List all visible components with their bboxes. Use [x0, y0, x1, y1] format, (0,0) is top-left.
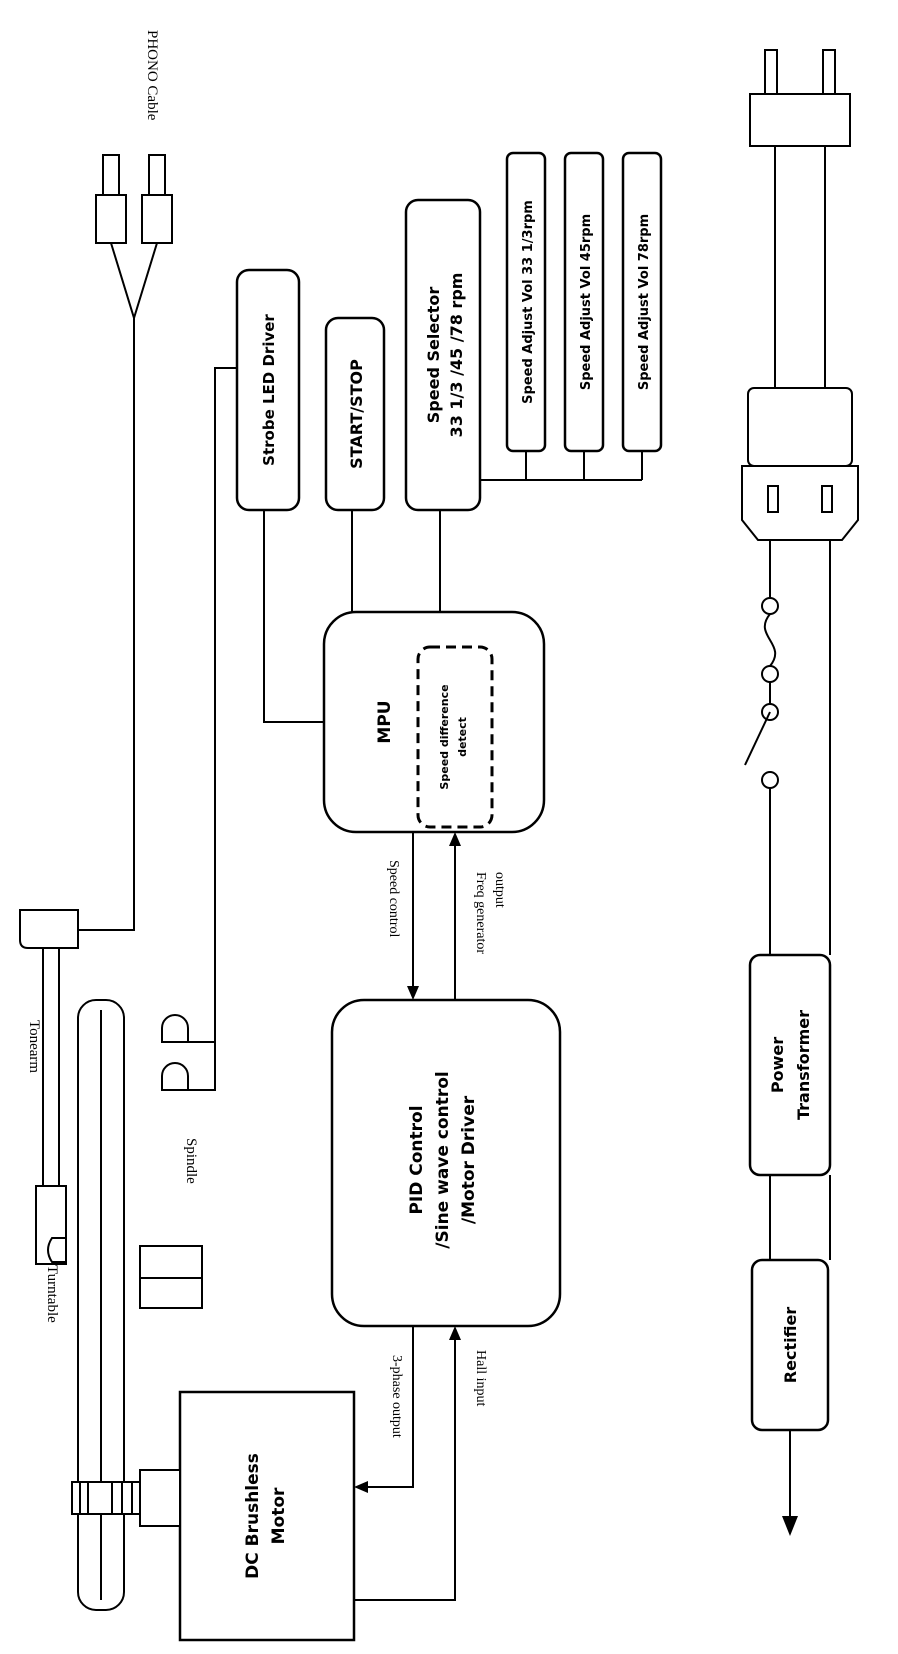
motor-pulley-grooves — [79, 1482, 133, 1514]
strobe-led-2 — [161, 1062, 189, 1091]
mpu-label: MPU — [375, 700, 395, 743]
mains-wires — [769, 540, 831, 955]
speed-difference-detect-box — [416, 645, 494, 829]
speed-difference-detect-line2: detect — [456, 717, 469, 757]
speed-adjust-78-label: Speed Adjust Vol 78rpm — [637, 214, 652, 390]
rectifier-label: Rectifier — [781, 1307, 800, 1384]
dc-motor-line1: DC Brushless — [243, 1453, 263, 1579]
dc-motor-box — [178, 1390, 356, 1642]
speed-selector-title: Speed Selector — [424, 287, 443, 424]
speed-selector-block: Speed Selector 33 1/3 /45 /78 rpm — [404, 198, 482, 512]
mpu-pid-signals: Speed control Freq generator output — [386, 832, 507, 1000]
strobe-led-driver-block: Strobe LED Driver — [235, 268, 301, 512]
hall-input-wire — [354, 1336, 456, 1601]
power-transformer-line1: Power — [768, 1037, 787, 1093]
switch-terminal-bottom — [761, 771, 779, 789]
fuse-terminal-top — [761, 597, 779, 615]
inlet-plug — [747, 387, 853, 467]
fuse-icon — [763, 613, 777, 667]
iec-socket-slot-right — [821, 485, 833, 513]
start-stop-block: START/STOP — [324, 316, 386, 512]
strobe-to-mpu-wire — [263, 510, 324, 723]
speed-adjust-bus — [480, 451, 643, 481]
plug-body — [749, 93, 851, 147]
dc-motor-line2: Motor — [269, 1487, 289, 1544]
phono-cable-wire — [78, 318, 135, 931]
power-transformer-block: Power Transformer — [748, 953, 832, 1177]
pid-control-line1: PID Control — [407, 1105, 427, 1214]
freq-generator-label-2: output — [492, 872, 507, 908]
mpu-box — [322, 610, 546, 834]
start-stop-box — [324, 316, 386, 512]
iec-socket-slot-left — [767, 485, 779, 513]
motor-shaft-mount — [139, 1469, 181, 1527]
strobe-led-feed — [214, 367, 237, 1042]
power-transformer-box — [748, 953, 832, 1177]
hall-input-arrowhead — [449, 1326, 461, 1340]
pid-motor-signals: 3-phase output Hall input — [354, 1326, 488, 1601]
power-cord — [774, 146, 826, 388]
freq-generator-arrowhead — [449, 832, 461, 846]
strobe-led-1 — [161, 1014, 189, 1043]
speed-control-arrowhead — [407, 986, 419, 1000]
speed-selector-speeds: 33 1/3 /45 /78 rpm — [447, 273, 466, 438]
pid-control-box — [330, 998, 562, 1328]
rectifier-output-arrowhead — [782, 1516, 798, 1536]
phono-cable-split — [110, 242, 158, 322]
speed-selector-box — [404, 198, 482, 512]
turntable-group: Turntable Spindle — [44, 999, 203, 1611]
power-switch-icon — [744, 711, 771, 766]
three-phase-label: 3-phase output — [389, 1355, 404, 1438]
pid-control-line2: /Sine wave control — [433, 1071, 453, 1248]
speed-adjust-33-label: Speed Adjust Vol 33 1/3rpm — [521, 200, 536, 404]
plug-prong-left — [764, 49, 778, 95]
pid-control-block: PID Control /Sine wave control /Motor Dr… — [330, 998, 562, 1328]
strobe-led-driver-box — [235, 268, 301, 512]
motor-pulley — [71, 1481, 141, 1515]
power-transformer-line2: Transformer — [794, 1010, 813, 1120]
power-chain — [741, 49, 859, 955]
tonearm-group: Tonearm — [19, 909, 79, 1265]
speed-adjust-group: Speed Adjust Vol 33 1/3rpm Speed Adjust … — [480, 151, 663, 481]
strobe-led-wires — [188, 1041, 216, 1091]
transformer-to-rectifier-wires — [769, 1175, 831, 1260]
tonearm-head — [19, 909, 79, 949]
iec-socket — [741, 465, 859, 541]
dc-motor-block: DC Brushless Motor — [71, 1390, 356, 1642]
tonearm-label: Tonearm — [26, 1020, 42, 1073]
hall-input-label: Hall input — [473, 1350, 488, 1406]
rca-plug-right — [141, 194, 173, 244]
strobe-led-driver-label: Strobe LED Driver — [260, 314, 278, 466]
freq-generator-label-1: Freq generator — [473, 872, 488, 954]
speed-adjust-45-label: Speed Adjust Vol 45rpm — [579, 214, 594, 390]
three-phase-wire — [364, 1326, 414, 1488]
pid-control-line3: /Motor Driver — [459, 1095, 479, 1224]
fuse-terminal-bottom — [761, 665, 779, 683]
rca-plug-left — [95, 194, 127, 244]
rca-plug-right-tip — [148, 154, 166, 196]
spindle-tip — [47, 1237, 67, 1263]
three-phase-arrowhead — [354, 1481, 368, 1493]
rca-plug-left-tip — [102, 154, 120, 196]
turntable-label: Turntable — [44, 1265, 60, 1323]
phono-cable-group: PHONO Cable — [78, 30, 173, 931]
rectifier-block: Rectifier — [750, 1258, 830, 1432]
phono-cable-label: PHONO Cable — [144, 30, 160, 121]
start-stop-label: START/STOP — [347, 359, 366, 469]
tonearm-arm — [42, 947, 60, 1187]
strobe-led-group — [161, 367, 237, 1091]
plug-prong-right — [822, 49, 836, 95]
spindle-label: Spindle — [183, 1138, 199, 1184]
speed-difference-detect-line1: Speed difference — [438, 684, 451, 789]
mpu-block: MPU Speed difference detect — [322, 610, 546, 834]
speed-control-label: Speed control — [386, 860, 401, 937]
